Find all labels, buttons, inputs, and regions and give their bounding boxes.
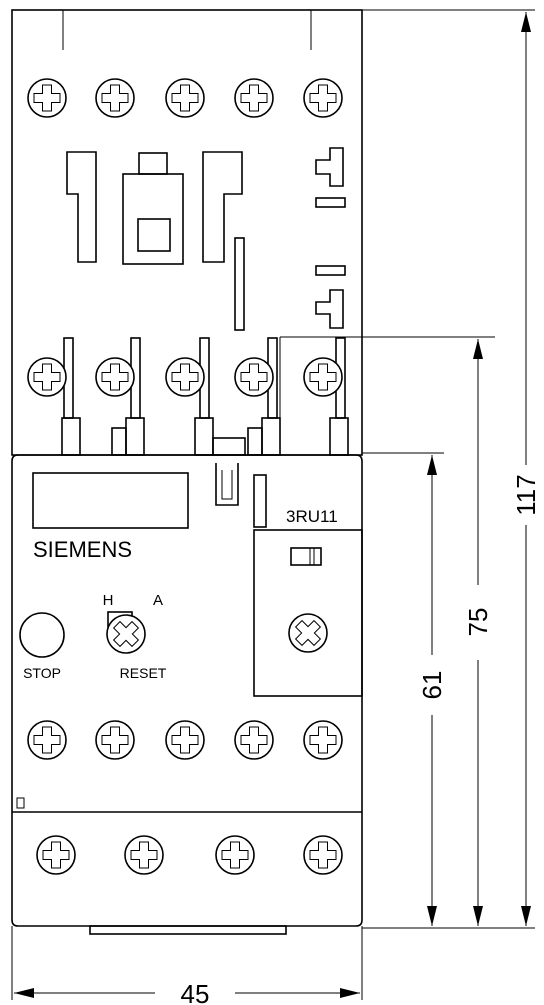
relay-input-pins (61, 417, 349, 456)
terminal-screw-icon (95, 78, 135, 118)
terminal-screw-icon (165, 357, 205, 397)
terminal-screw-icon (303, 78, 343, 118)
overload-relay-body (11, 454, 363, 935)
contactor-bottom-terminal-row (27, 357, 343, 397)
terminal-screw-icon (165, 720, 205, 760)
terminal-screw-icon (234, 78, 274, 118)
model-label: 3RU11 (286, 507, 338, 526)
reset-label: RESET (120, 665, 167, 681)
terminal-screw-icon (234, 357, 274, 397)
terminal-screw-icon (165, 78, 205, 118)
reset-dial-icon[interactable] (106, 614, 146, 654)
contactor-mechanism (66, 151, 245, 331)
brand-label: SIEMENS (33, 537, 132, 562)
reset-button[interactable] (106, 611, 146, 654)
terminal-screw-icon (36, 835, 76, 875)
terminal-screw-icon (95, 357, 135, 397)
mode-h-label: H (103, 592, 114, 609)
relay-terminal-row (27, 720, 343, 760)
dimension-117: 117 (511, 474, 541, 515)
stop-label: STOP (23, 665, 61, 681)
terminal-screw-icon (303, 835, 343, 875)
top-terminal-row (27, 78, 343, 118)
terminal-screw-icon (27, 357, 67, 397)
mode-a-label: A (153, 592, 163, 609)
terminal-screw-icon (303, 720, 343, 760)
terminal-screw-icon (215, 835, 255, 875)
dimension-75: 75 (463, 608, 493, 637)
terminal-screw-icon (234, 720, 274, 760)
stop-button[interactable] (19, 612, 65, 658)
terminal-screw-icon (95, 720, 135, 760)
terminal-screw-icon (27, 720, 67, 760)
terminal-screw-icon (27, 78, 67, 118)
terminal-screw-icon (303, 357, 343, 397)
dimension-61: 61 (417, 671, 447, 700)
dimension-45: 45 (181, 979, 210, 1005)
terminal-screw-icon (124, 835, 164, 875)
relay-bottom-terminal-row (36, 835, 343, 875)
dimension-lines (11, 9, 535, 1000)
auxiliary-contacts (315, 147, 346, 329)
current-setting-dial-icon[interactable] (288, 613, 328, 653)
